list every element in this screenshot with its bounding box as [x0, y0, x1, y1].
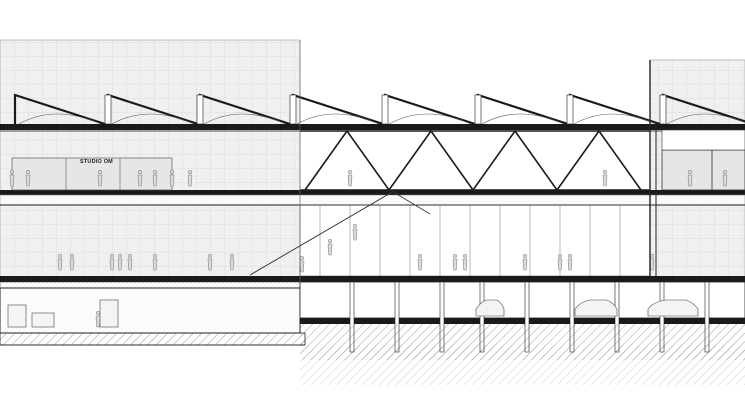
car-icon — [647, 299, 699, 317]
person-icon — [137, 169, 143, 187]
car-icon — [574, 299, 618, 317]
person-icon — [207, 253, 213, 271]
person-icon — [417, 253, 423, 271]
person-icon — [97, 169, 103, 187]
person-icon — [152, 169, 158, 187]
main-staircase — [249, 189, 431, 276]
person-icon — [462, 253, 468, 271]
person-icon — [522, 253, 528, 271]
person-icon — [169, 169, 175, 187]
structural-columns — [299, 40, 657, 282]
person-icon — [452, 253, 458, 271]
person-icon — [187, 169, 193, 187]
truss-icon — [300, 129, 650, 192]
person-icon — [567, 253, 573, 271]
sawtooth-roof-icon — [381, 93, 476, 126]
upper-right-rooms — [661, 129, 745, 191]
person-icon — [127, 253, 133, 271]
person-icon — [95, 311, 101, 328]
person-icon — [299, 256, 305, 273]
person-icon — [352, 223, 358, 241]
person-icon — [687, 169, 693, 187]
car-icon — [475, 299, 505, 317]
sawtooth-roof-icon — [289, 93, 384, 126]
person-icon — [327, 238, 333, 256]
people-figures — [9, 169, 728, 328]
person-icon — [649, 253, 655, 271]
parked-cars — [475, 299, 699, 317]
person-icon — [69, 253, 75, 271]
person-icon — [229, 253, 235, 271]
studio-sign: STUDIO OM — [80, 159, 113, 165]
studio-glazing: STUDIO OM — [11, 157, 173, 191]
mezzanine-floor — [0, 190, 745, 206]
sawtooth-roof-icon — [566, 93, 661, 126]
sawtooth-roof-icon — [13, 93, 106, 126]
sawtooth-roof-icon — [474, 93, 569, 126]
basement-storage — [0, 287, 301, 334]
person-icon — [117, 253, 123, 271]
roof-beam — [0, 124, 745, 132]
person-icon — [602, 169, 608, 187]
foundation — [0, 324, 745, 385]
person-icon — [152, 253, 158, 271]
person-icon — [722, 169, 728, 187]
person-icon — [25, 169, 31, 187]
person-icon — [57, 253, 63, 271]
person-icon — [109, 253, 115, 271]
sawtooth-roof-icon — [659, 93, 745, 125]
person-icon — [557, 253, 563, 271]
person-icon — [9, 169, 15, 187]
person-icon — [347, 169, 353, 187]
sawtooth-roof-row — [13, 93, 745, 126]
